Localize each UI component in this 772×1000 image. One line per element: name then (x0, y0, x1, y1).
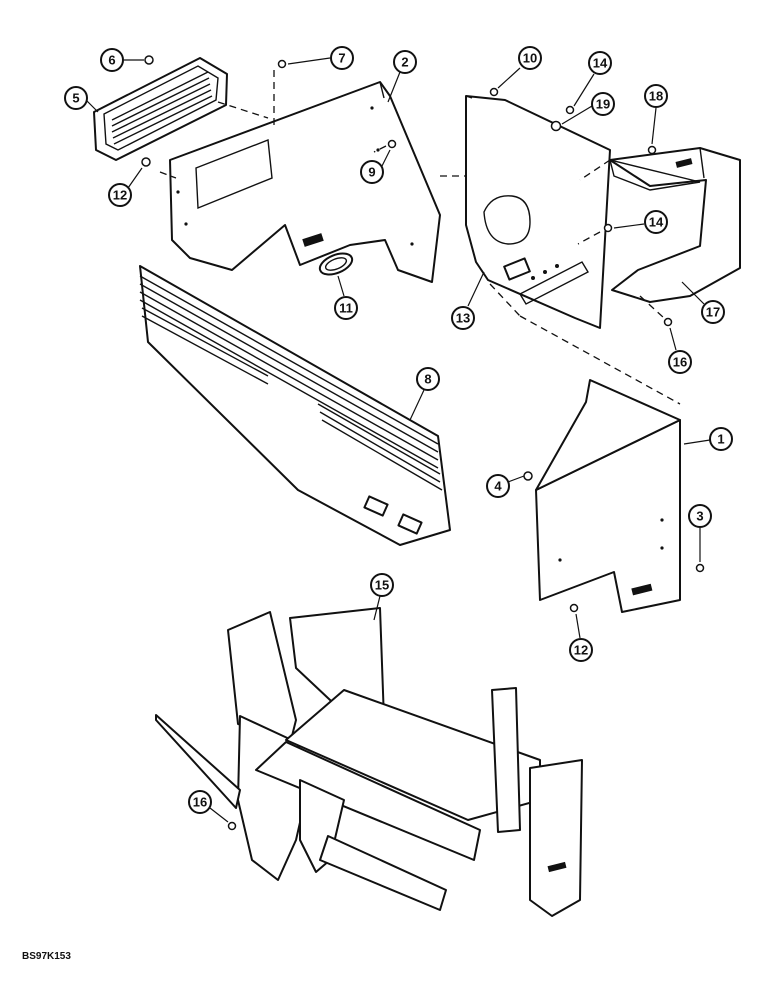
svg-text:4: 4 (494, 479, 502, 494)
grommet-part-11 (318, 252, 354, 276)
fasteners (141, 55, 705, 831)
callout-15: 15 (370, 573, 394, 621)
svg-text:5: 5 (72, 91, 79, 106)
svg-text:3: 3 (696, 509, 703, 524)
callout-19: 19 (561, 92, 615, 125)
svg-text:2: 2 (401, 55, 408, 70)
right-panel-part-1 (535, 379, 681, 613)
alignment-lines (159, 70, 681, 405)
svg-text:15: 15 (375, 578, 389, 593)
side-panel-part-2 (169, 81, 441, 283)
svg-text:6: 6 (108, 53, 115, 68)
callout-9: 9 (360, 149, 391, 184)
grille-slots (111, 71, 213, 145)
figure-code: BS97K153 (22, 951, 71, 962)
callout-16-top: 16 (668, 327, 692, 374)
callout-1: 1 (683, 427, 733, 451)
callout-7: 7 (287, 46, 354, 70)
callout-6: 6 (100, 48, 144, 72)
callout-12-top: 12 (108, 167, 143, 207)
bracket-part-17 (609, 147, 741, 303)
svg-text:7: 7 (338, 51, 345, 66)
svg-text:14: 14 (593, 56, 608, 71)
callout-4: 4 (486, 474, 525, 498)
svg-text:8: 8 (424, 372, 431, 387)
svg-text:12: 12 (574, 643, 588, 658)
callout-16-bottom: 16 (188, 790, 229, 823)
frame-part-15 (155, 607, 583, 917)
front-grille-panel-part-8 (139, 265, 451, 546)
rear-plate-part-13 (465, 95, 611, 329)
svg-text:18: 18 (649, 89, 663, 104)
svg-text:19: 19 (596, 97, 610, 112)
callout-14-mid: 14 (613, 210, 668, 234)
svg-text:17: 17 (706, 305, 720, 320)
callout-13: 13 (451, 271, 485, 330)
callout-8: 8 (409, 367, 440, 421)
callout-2: 2 (387, 50, 417, 103)
svg-text:12: 12 (113, 188, 127, 203)
louvers (139, 275, 443, 491)
svg-text:16: 16 (673, 355, 687, 370)
callout-10: 10 (497, 46, 542, 89)
callout-3: 3 (688, 504, 712, 562)
grille-panel-part-5 (93, 57, 228, 161)
svg-text:14: 14 (649, 215, 664, 230)
svg-text:1: 1 (717, 432, 724, 447)
svg-text:11: 11 (339, 301, 353, 316)
callout-14-top: 14 (573, 51, 612, 107)
svg-text:10: 10 (523, 51, 537, 66)
callout-17: 17 (681, 281, 725, 324)
callout-5: 5 (64, 86, 99, 113)
svg-text:16: 16 (193, 795, 207, 810)
callout-12-bottom: 12 (569, 613, 593, 662)
callout-11: 11 (334, 275, 358, 320)
svg-text:9: 9 (368, 165, 375, 180)
callout-18: 18 (644, 84, 668, 145)
svg-text:13: 13 (456, 311, 470, 326)
